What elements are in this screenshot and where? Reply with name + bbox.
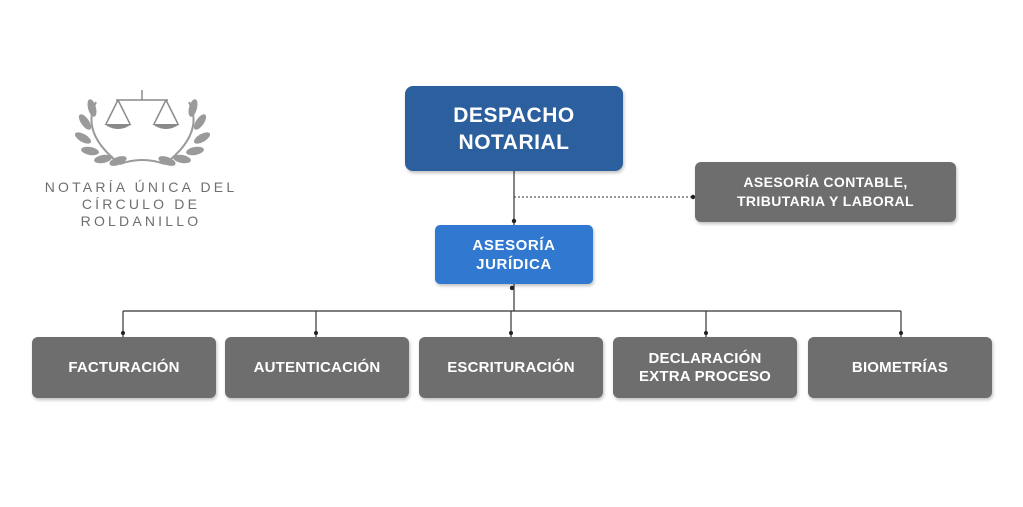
scales-of-justice-icon [74,90,211,166]
logo-text: NOTARÍA ÚNICA DEL CÍRCULO DE ROLDANILLO [30,179,252,230]
autenticacion-label: AUTENTICACIÓN [253,358,381,376]
asesoria-contable-label: ASESORÍA CONTABLE, TRIBUTARIA Y LABORAL [736,174,915,209]
despacho-notarial-node: DESPACHO NOTARIAL [405,86,623,171]
despacho-notarial-label: DESPACHO NOTARIAL [453,103,575,154]
asesoria-contable-node: ASESORÍA CONTABLE, TRIBUTARIA Y LABORAL [695,162,956,222]
escrituracion-node: ESCRITURACIÓN [419,337,603,398]
biometrias-node: BIOMETRÍAS [808,337,992,398]
logo-line-2: CÍRCULO DE [81,196,201,212]
asesoria-juridica-label: ASESORÍA JURÍDICA [472,236,556,273]
logo-line-3: ROLDANILLO [80,213,202,229]
escrituracion-label: ESCRITURACIÓN [447,358,575,376]
facturacion-node: FACTURACIÓN [32,337,216,398]
autenticacion-node: AUTENTICACIÓN [225,337,409,398]
asesoria-juridica-node: ASESORÍA JURÍDICA [435,225,593,284]
declaracion-extra-proceso-label: DECLARACIÓN EXTRA PROCESO [638,349,772,385]
logo-line-1: NOTARÍA ÚNICA DEL [44,179,238,195]
facturacion-label: FACTURACIÓN [68,358,180,376]
biometrias-label: BIOMETRÍAS [851,358,949,376]
declaracion-extra-proceso-node: DECLARACIÓN EXTRA PROCESO [613,337,797,398]
